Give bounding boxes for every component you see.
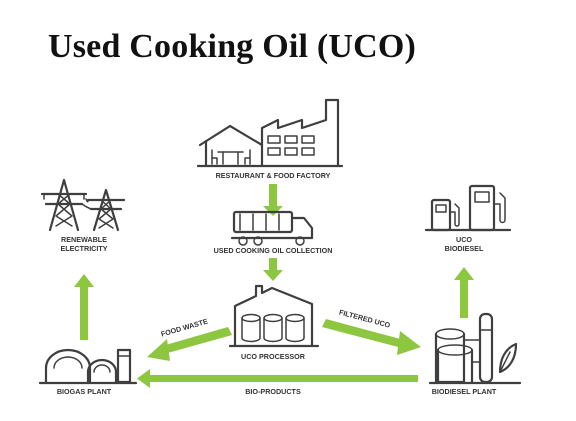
- arrow-bio-products: [137, 369, 418, 388]
- page-title: Used Cooking Oil (UCO): [48, 28, 417, 65]
- processor-tanks-icon: [228, 284, 320, 348]
- uco-biodiesel-label-line1: UCO: [456, 235, 472, 244]
- restaurant-label: RESTAURANT & FOOD FACTORY: [216, 171, 331, 180]
- arrow-biogas-to-electricity: [74, 274, 94, 340]
- electricity-label-line2: ELECTRICITY: [60, 244, 107, 253]
- arrow-filtered-uco: [322, 319, 421, 355]
- bio-products-label: BIO-PRODUCTS: [245, 387, 301, 396]
- biogas-plant-icon: [38, 348, 138, 385]
- collection-label: USED COOKING OIL COLLECTION: [214, 246, 333, 255]
- biodiesel-plant-icon: [428, 312, 522, 385]
- power-tower-icon: [40, 178, 126, 232]
- uco-biodiesel-label-line2: BIODIESEL: [445, 244, 484, 253]
- arrow-food-waste: [147, 327, 232, 361]
- biogas-label: BIOGAS PLANT: [57, 387, 112, 396]
- restaurant-factory-icon: [196, 98, 344, 168]
- tanker-truck-icon: [230, 210, 314, 246]
- biodiesel-plant-label: BIODIESEL PLANT: [432, 387, 497, 396]
- arrow-plant-to-biodiesel: [454, 267, 474, 318]
- fuel-pump-icon: [424, 184, 512, 232]
- arrow-collection-to-processor: [263, 258, 283, 281]
- electricity-label-line1: RENEWABLE: [61, 235, 107, 244]
- processor-label: UCO PROCESSOR: [241, 352, 306, 361]
